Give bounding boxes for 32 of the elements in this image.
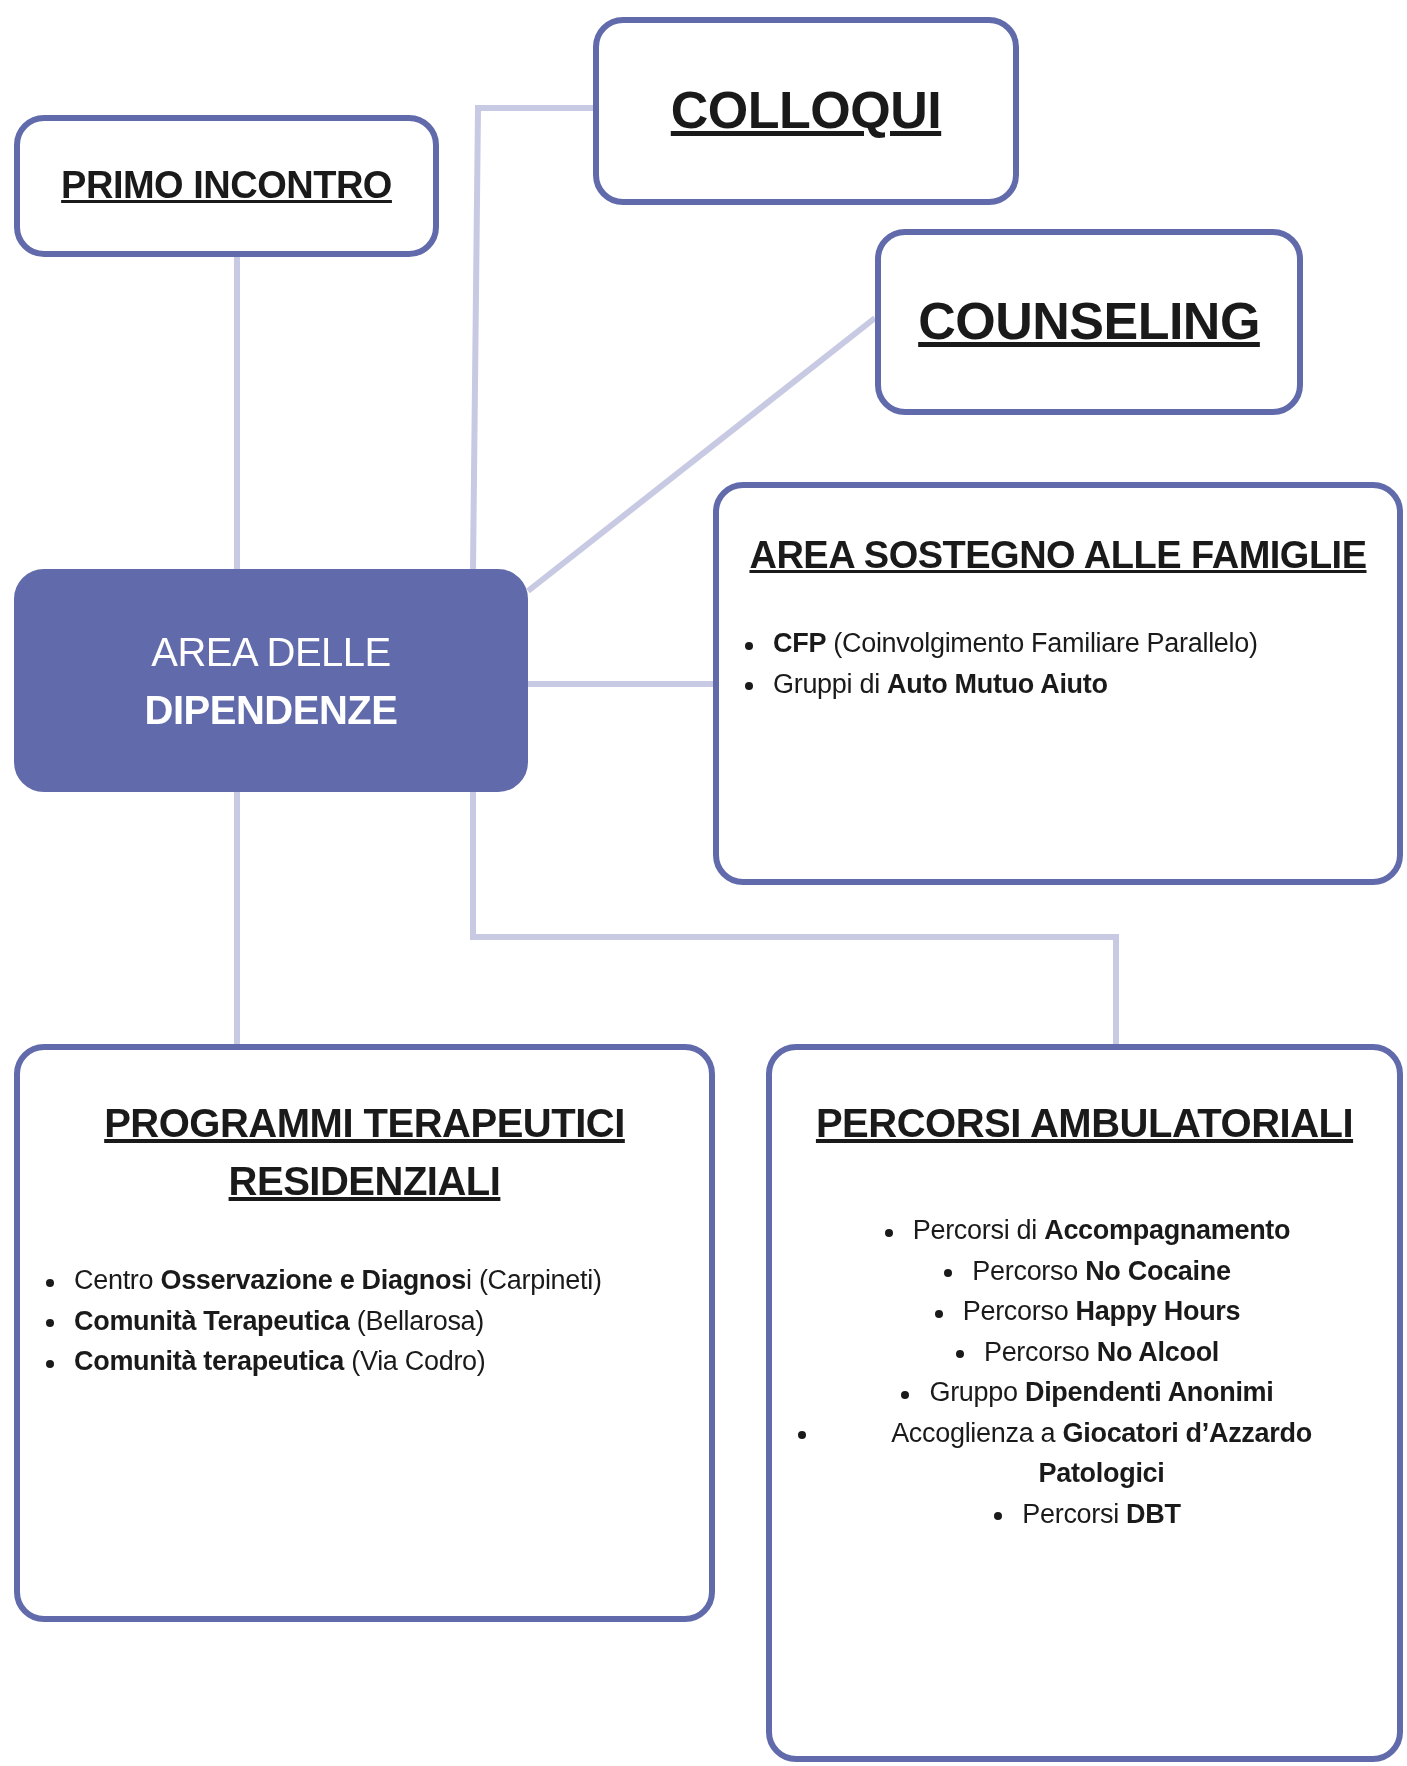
bullet-item: Percorsi di Accompagnamento [878, 1210, 1291, 1251]
rounded-box [875, 229, 1303, 415]
bullet-item: Comunità terapeutica (Via Codro) [40, 1341, 486, 1382]
connector-line [526, 315, 877, 594]
bullet-item: Percorso No Cocaine [938, 1250, 1231, 1291]
bullet-item: Accoglienza a Giocatori d’Azzardo Patologici [792, 1412, 1377, 1494]
bullet-item: Gruppo Dipendenti Anonimi [895, 1372, 1274, 1413]
rounded-box [14, 115, 439, 257]
bullet-item: Percorso Happy Hours [928, 1291, 1241, 1332]
connector-line [528, 681, 713, 687]
heading: PRIMO INCONTRO [61, 163, 392, 209]
bullet-item: Gruppi di Auto Mutuo Aiuto [739, 663, 1108, 705]
connector-line [470, 792, 1119, 1044]
heading: COUNSELING [918, 291, 1260, 353]
heading: PERCORSI AMBULATORIALI [815, 1100, 1354, 1147]
rounded-box [593, 17, 1019, 205]
filled-box [14, 569, 528, 792]
heading: AREA SOSTEGNO ALLE FAMIGLIE [749, 533, 1367, 578]
bullet-item: Centro Osservazione e Diagnosi (Carpineti) [40, 1260, 602, 1301]
heading: AREA DELLE DIPENDENZE [143, 628, 399, 734]
connector-line [470, 105, 593, 570]
bullet-item: CFP (Coinvolgimento Familiare Parallelo) [739, 623, 1258, 664]
connector-line [234, 257, 240, 569]
heading: COLLOQUI [670, 80, 942, 142]
bullet-item: Comunità Terapeutica (Bellarosa) [40, 1300, 484, 1341]
rounded-box [713, 482, 1403, 885]
rounded-box [766, 1044, 1403, 1762]
bullet-item: Percorsi DBT [988, 1493, 1181, 1534]
heading: PROGRAMMI TERAPEUTICI RESIDENZIALI [103, 1100, 626, 1205]
rounded-box [14, 1044, 715, 1622]
connector-line [234, 792, 240, 1044]
bullet-item: Percorso No Alcool [949, 1331, 1220, 1372]
